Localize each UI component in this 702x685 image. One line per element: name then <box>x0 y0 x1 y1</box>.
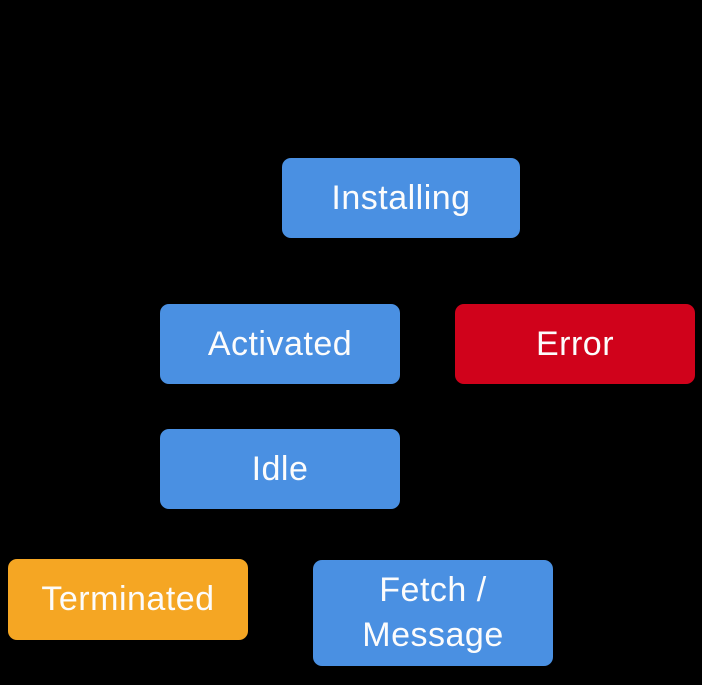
node-error-label: Error <box>535 324 615 363</box>
node-error: Error <box>455 304 695 384</box>
node-terminated: Terminated <box>8 559 248 640</box>
node-idle: Idle <box>160 429 400 509</box>
node-activated: Activated <box>160 304 400 384</box>
node-fetch-message-label: Fetch / Message <box>362 571 504 654</box>
node-fetch-message: Fetch / Message <box>313 560 553 666</box>
node-activated-label: Activated <box>207 324 353 363</box>
node-installing: Installing <box>282 158 520 238</box>
node-installing-label: Installing <box>331 178 471 217</box>
node-idle-label: Idle <box>251 449 309 488</box>
node-terminated-label: Terminated <box>41 580 215 618</box>
